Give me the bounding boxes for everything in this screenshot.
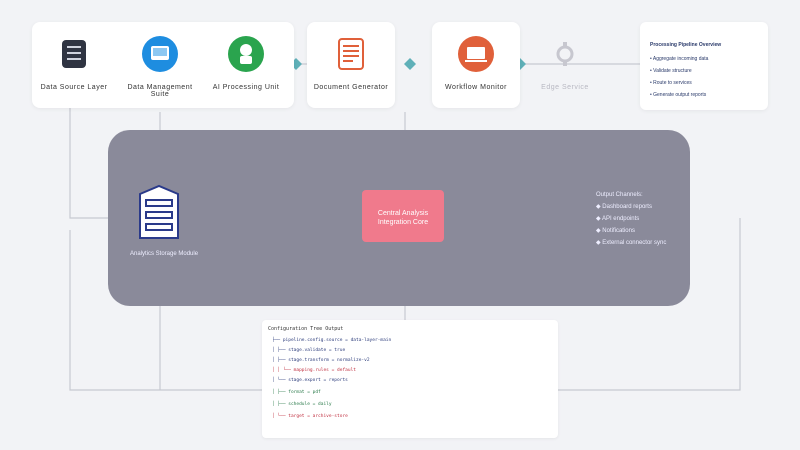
config-line: │ ├── schedule = daily (272, 402, 332, 407)
config-tree-card: Configuration Tree Output ├── pipeline.c… (262, 320, 558, 438)
node-label: Data Management Suite (127, 84, 193, 98)
output-list: Output Channels: ◆ Dashboard reports ◆ A… (596, 192, 666, 246)
hub-title: Central Analysis (377, 210, 429, 217)
notes-title: Processing Pipeline Overview (650, 42, 722, 48)
config-line: │ └── stage.export = reports (272, 378, 348, 383)
note-item: • Validate structure (650, 68, 692, 74)
output-item: ◆ API endpoints (596, 216, 640, 222)
config-line: ├── pipeline.config.source = data-layer-… (272, 338, 392, 343)
node-workflow-monitor[interactable]: Workflow Monitor (436, 36, 516, 91)
notes-card: Processing Pipeline Overview • Aggregate… (640, 22, 768, 110)
output-item: ◆ External connector sync (596, 240, 667, 246)
hub-subtitle: Integration Core (377, 219, 429, 226)
node-label: Data Source Layer (40, 84, 108, 91)
config-line: │ ├── format = pdf (272, 390, 321, 395)
central-hub[interactable]: Central Analysis Integration Core (362, 190, 444, 242)
monitor-icon (142, 36, 178, 72)
output-title: Output Channels: (596, 192, 643, 198)
node-label: Document Generator (313, 84, 389, 91)
config-line: │ └── target = archive-store (272, 414, 348, 419)
note-item: • Aggregate incoming data (650, 56, 709, 62)
node-data-source[interactable]: Data Source Layer (34, 36, 114, 91)
node-document-generator[interactable]: Document Generator (311, 36, 391, 91)
note-item: • Route to services (650, 80, 692, 86)
output-item: ◆ Dashboard reports (596, 204, 652, 210)
storage-module[interactable] (136, 184, 182, 242)
config-line: │ ├── stage.validate = true (272, 348, 346, 353)
node-data-management[interactable]: Data Management Suite (120, 36, 200, 98)
node-label: Edge Service (541, 84, 589, 91)
robot-icon (228, 36, 264, 72)
config-line: │ ├── stage.transform = normalize-v2 (272, 358, 370, 363)
output-item: ◆ Notifications (596, 228, 635, 234)
node-label: Workflow Monitor (445, 84, 507, 91)
node-ai-processing[interactable]: AI Processing Unit (206, 36, 286, 91)
gear-icon (547, 36, 583, 72)
note-item: • Generate output reports (650, 92, 707, 98)
config-line: │ │ └── mapping.rules = default (272, 368, 356, 373)
document-icon (333, 36, 369, 72)
server-icon (139, 184, 179, 239)
database-icon (56, 36, 92, 72)
config-title: Configuration Tree Output (268, 326, 344, 332)
node-label: AI Processing Unit (212, 84, 280, 91)
storage-label: Analytics Storage Module (130, 251, 199, 257)
node-edge-service[interactable]: Edge Service (525, 36, 605, 91)
laptop-icon (458, 36, 494, 72)
